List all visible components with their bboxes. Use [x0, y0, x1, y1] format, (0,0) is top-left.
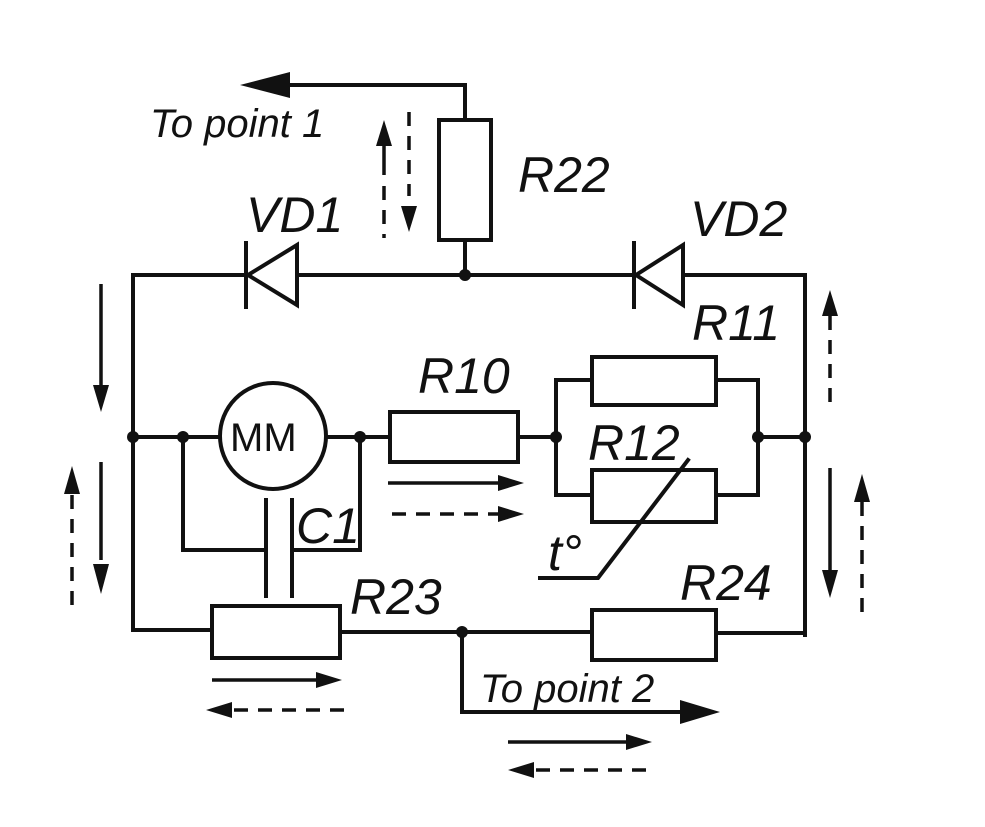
resistor-r24	[590, 608, 718, 662]
label-r10: R10	[418, 348, 510, 404]
current-arrows	[64, 112, 870, 778]
resistor-r11	[590, 355, 718, 407]
arrow-to-point1	[240, 72, 290, 98]
label-r22: R22	[518, 147, 610, 203]
label-vd1: VD1	[246, 187, 343, 243]
wire-to-point2	[460, 630, 694, 714]
capacitor-c1	[264, 498, 294, 598]
resistor-r22	[437, 118, 493, 242]
arrow-to-point2	[680, 700, 720, 724]
thermistor-r12	[590, 468, 718, 524]
label-r24: R24	[680, 555, 772, 611]
junction-left	[127, 431, 139, 443]
wire-c1-right	[290, 435, 362, 552]
motor-mm	[218, 381, 328, 491]
thermistor-slash	[538, 457, 691, 580]
label-r12: R12	[588, 415, 680, 471]
junctions	[127, 269, 811, 638]
label-vd2: VD2	[690, 191, 787, 247]
label-to-point2: To point 2	[480, 667, 654, 711]
label-temp: t°	[548, 525, 582, 581]
junction-c1-left	[177, 431, 189, 443]
resistor-r23	[210, 604, 342, 660]
label-r23: R23	[350, 569, 442, 625]
junction-top	[459, 269, 471, 281]
label-r11: R11	[692, 295, 780, 351]
junction-parallel-right	[752, 431, 764, 443]
label-c1: C1	[296, 498, 360, 554]
junction-right	[799, 431, 811, 443]
junction-c1-right	[354, 431, 366, 443]
junction-bottom	[456, 626, 468, 638]
label-to-point1: To point 1	[150, 102, 324, 146]
junction-parallel-left	[550, 431, 562, 443]
diode-vd2	[632, 241, 685, 309]
diode-vd1	[244, 241, 299, 309]
label-motor: MM	[230, 416, 297, 460]
wire-c1-left	[181, 435, 268, 552]
resistor-r10	[388, 410, 520, 464]
